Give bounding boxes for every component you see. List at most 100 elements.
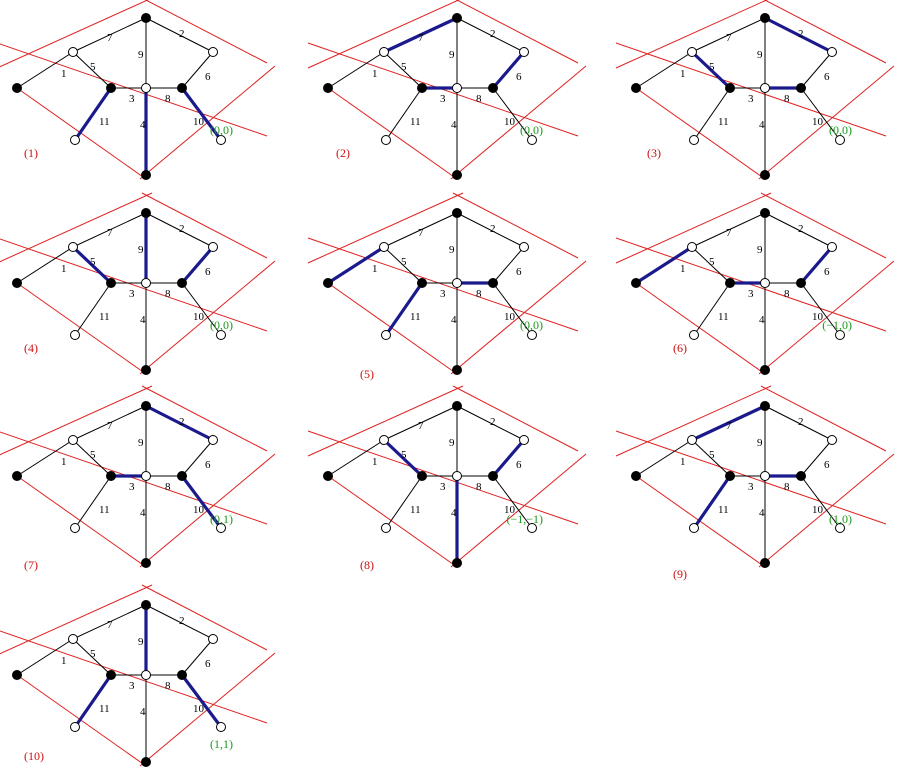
white-vertex [687,435,697,445]
edge-label: 6 [824,459,830,471]
matching-edge-11 [692,474,732,530]
edge-label: 4 [759,314,765,326]
matching-edge-2 [763,16,834,54]
edge-label: 10 [193,311,205,323]
white-vertex [689,330,699,340]
boundary-line [16,87,147,180]
black-vertex [452,208,462,218]
black-vertex [452,401,462,411]
graph-edge-1 [635,51,693,89]
edge-label: 4 [759,507,765,519]
boundary-line [615,42,887,137]
white-vertex [519,242,529,252]
edge-label: 5 [709,61,715,73]
black-vertex [141,208,151,218]
boundary-line [327,87,458,180]
white-vertex [379,47,389,57]
black-vertex [323,471,333,481]
edge-label: 8 [165,288,171,300]
boundary-line [141,584,268,651]
matching-edge-7 [690,404,767,442]
edge-label: 3 [129,288,135,300]
white-vertex [141,670,151,680]
edge-label: 4 [140,507,146,519]
edge-label: 3 [129,93,135,105]
black-vertex [106,471,116,481]
white-vertex [452,471,462,481]
white-vertex [216,135,226,145]
edge-label: 1 [61,456,67,468]
white-vertex [381,135,391,145]
black-vertex [177,83,187,93]
edge-label: 1 [680,68,686,80]
edge-label: 8 [476,93,482,105]
edge-label: 8 [165,481,171,493]
graph-edge-1 [16,246,74,284]
graph-edge-5 [691,439,731,477]
edge-label: 5 [90,449,96,461]
boundary-line [615,430,887,525]
edge-label: 10 [193,504,205,516]
black-vertex [452,170,462,180]
edge-label: 1 [61,655,67,667]
black-vertex [177,278,187,288]
white-vertex [689,523,699,533]
white-vertex [527,523,537,533]
edge-label: 10 [812,116,824,128]
graph-edge-2 [145,212,214,248]
graph-edge-2 [145,604,214,640]
boundary-line [0,43,268,137]
edge-label: 1 [61,68,67,80]
graph-edge-11 [74,475,112,529]
graph-edge-2 [145,17,214,53]
graph-edge-7 [72,604,147,640]
edge-label: 10 [812,311,824,323]
black-vertex [488,83,498,93]
boundary-line [16,282,147,375]
white-vertex [519,47,529,57]
panel-number: (3) [647,146,661,160]
boundary-line [615,0,768,69]
coordinate-label: (1,1) [210,737,233,751]
edge-label: 7 [107,32,113,44]
graph-edge-10 [492,282,533,336]
graph-edge-7 [72,212,147,248]
black-vertex [141,757,151,767]
black-vertex [106,670,116,680]
edge-label: 7 [726,32,732,44]
edge-label: 10 [812,504,824,516]
white-vertex [687,47,697,57]
edge-label: 7 [107,227,113,239]
black-vertex [417,83,427,93]
graph-edge-5 [383,51,423,89]
edge-label: 5 [401,256,407,268]
matching-edge-11 [73,673,113,729]
matching-edge-10 [180,86,223,142]
white-vertex [452,278,462,288]
matching-edge-10 [180,673,223,729]
graph-edge-6 [800,51,833,89]
white-vertex [760,83,770,93]
black-vertex [452,365,462,375]
edge-label: 1 [372,263,378,275]
edge-label: 6 [205,266,211,278]
graph-edge-1 [16,439,74,477]
white-vertex [208,634,218,644]
boundary-line [635,475,766,568]
edge-label: 8 [784,481,790,493]
edge-label: 5 [90,61,96,73]
coordinate-label: (0,0) [210,123,233,137]
edge-label: 8 [784,93,790,105]
graph-edge-11 [74,282,112,336]
edge-label: 9 [138,636,144,648]
edge-label: 1 [372,456,378,468]
edge-label: 9 [449,437,455,449]
graph-edge-10 [800,87,841,141]
white-vertex [208,242,218,252]
edge-label: 7 [107,420,113,432]
